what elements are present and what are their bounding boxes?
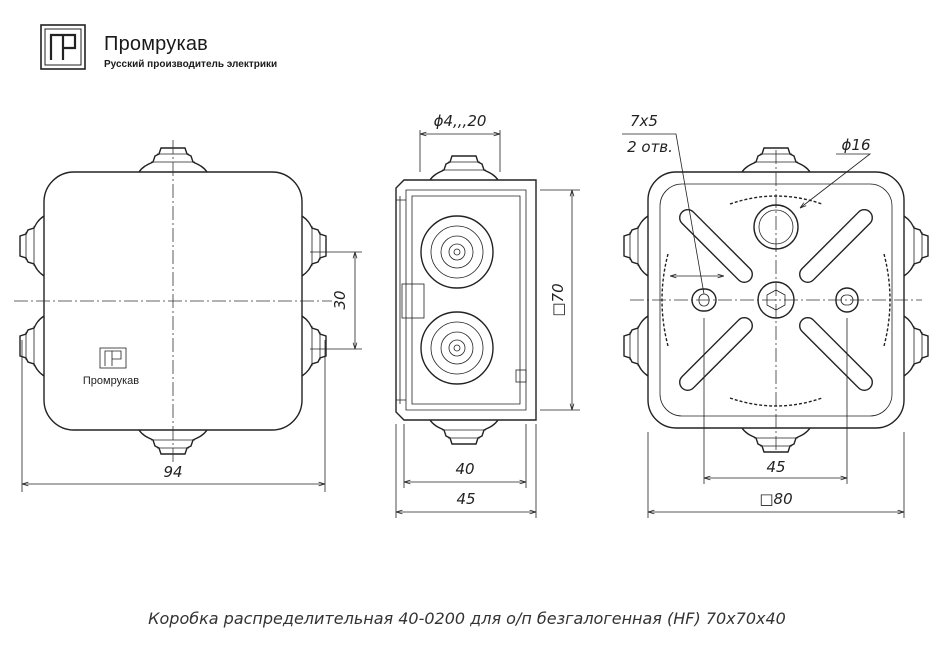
- side-hole-label: ϕ4,,,20: [434, 112, 487, 130]
- drawing-caption: Коробка распределительная 40-0200 для о/…: [148, 609, 786, 628]
- front-width-label: 94: [163, 463, 182, 481]
- front-gap-label: 30: [331, 290, 349, 309]
- side-view: [395, 130, 580, 518]
- inner-slot-size-label: 7x5: [630, 112, 658, 130]
- brand-name: Промрукав: [104, 33, 209, 55]
- grommet-top: [420, 215, 494, 289]
- company-logo: [40, 24, 86, 70]
- front-view: [14, 140, 362, 492]
- inner-size-label: □80: [759, 490, 792, 508]
- inner-slot-count-label: 2 отв.: [627, 138, 673, 156]
- side-inner-depth-label: 40: [455, 460, 474, 478]
- brand-tagline: Русский производитель электрики: [104, 59, 278, 70]
- inner-hole-label: ϕ16: [842, 136, 871, 154]
- lid-brand-label: Промрукав: [83, 375, 139, 387]
- side-outer-depth-label: 45: [456, 490, 475, 508]
- inner-slot-spacing-label: 45: [766, 458, 785, 476]
- technical-drawing: 30 94 Промрукав: [14, 112, 929, 518]
- side-height-label: □70: [549, 283, 567, 316]
- grommet-bottom: [420, 311, 494, 385]
- inner-view: [622, 133, 929, 518]
